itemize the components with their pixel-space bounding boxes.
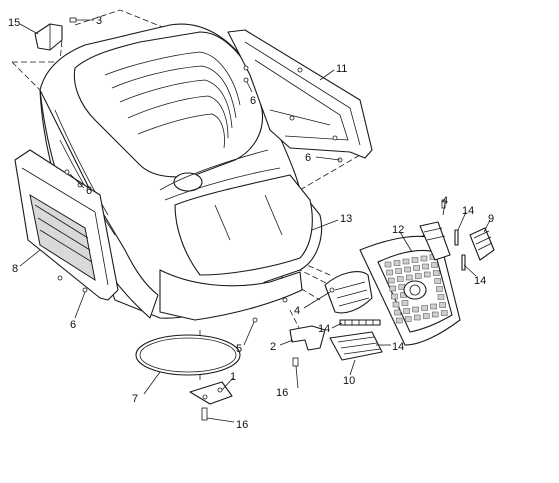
callout-14: 14 xyxy=(462,205,474,217)
grille-cell xyxy=(411,257,419,263)
callout-14: 14 xyxy=(474,275,486,287)
grille-cell xyxy=(404,266,411,273)
callout-14: 14 xyxy=(318,323,330,335)
rear-panel xyxy=(227,29,373,159)
grille-cell xyxy=(420,255,428,262)
callout-15: 15 xyxy=(8,17,20,29)
leader-lines xyxy=(19,19,491,423)
grille-cell xyxy=(432,270,440,276)
callout-2: 2 xyxy=(270,341,276,353)
front-grille xyxy=(359,235,461,346)
grille-cell xyxy=(391,293,398,300)
callout-4: 4 xyxy=(294,305,300,317)
side-vent-panel xyxy=(14,149,119,301)
callout-9: 9 xyxy=(488,213,494,225)
grille-cell xyxy=(393,260,401,266)
grille-mesh xyxy=(384,254,448,324)
callout-5: 5 xyxy=(236,343,242,355)
callout-6: 6 xyxy=(305,152,311,164)
grille-cell xyxy=(431,262,438,268)
grille-cell xyxy=(422,263,429,270)
mount-bracket xyxy=(289,325,326,367)
callout-16: 16 xyxy=(276,387,288,399)
grille-cell xyxy=(422,313,430,319)
grille-cell xyxy=(394,309,401,316)
callout-13: 13 xyxy=(340,213,352,225)
callout-11: 11 xyxy=(336,63,347,75)
grille-cell xyxy=(413,265,420,271)
grille-cell xyxy=(439,302,446,308)
grille-insert xyxy=(469,227,495,261)
clip-strip xyxy=(339,319,381,326)
grille-cell xyxy=(386,269,393,276)
grille-cell xyxy=(405,274,413,281)
grille-cell xyxy=(384,261,392,268)
grille-cell xyxy=(413,314,421,321)
callout-labels: 15 3 11 6 6 6 8 6 13 4 14 9 12 14 4 14 1… xyxy=(8,15,494,431)
callout-8: 8 xyxy=(12,263,18,275)
callout-1: 1 xyxy=(230,371,236,383)
headlight-vent-upper xyxy=(419,221,451,261)
grille-cell xyxy=(421,305,428,311)
grille-cell xyxy=(423,271,431,278)
grille-cell xyxy=(412,306,419,313)
headlight-vent-left xyxy=(324,271,373,314)
grille-cell xyxy=(430,303,437,310)
grille-cell xyxy=(431,311,439,318)
grille-cell xyxy=(404,316,412,322)
grille-cell xyxy=(414,273,422,279)
grille-cell xyxy=(389,285,397,292)
callout-3: 3 xyxy=(96,15,102,27)
grille-cell xyxy=(392,301,400,308)
callout-7: 7 xyxy=(132,393,138,405)
callout-16: 16 xyxy=(236,419,248,431)
grille-cell xyxy=(436,286,443,292)
callout-6: 6 xyxy=(70,319,76,331)
hood-body xyxy=(39,23,323,321)
small-clips xyxy=(441,199,466,271)
callout-6: 6 xyxy=(86,185,92,197)
grille-cell xyxy=(440,310,448,316)
grille-cell xyxy=(396,276,404,282)
callout-10: 10 xyxy=(343,375,355,387)
grille-cell xyxy=(387,277,395,284)
top-left-bracket xyxy=(34,17,77,51)
grille-cell xyxy=(402,258,410,265)
grille-cell xyxy=(395,268,402,274)
grille-cell xyxy=(403,308,410,314)
callout-12: 12 xyxy=(392,224,404,236)
headlight-lens xyxy=(329,331,383,361)
grille-cell xyxy=(437,294,445,300)
callout-14: 14 xyxy=(392,341,404,353)
callout-4: 4 xyxy=(442,195,448,207)
callout-6: 6 xyxy=(250,95,256,107)
grille-cell xyxy=(395,317,403,324)
strap-band xyxy=(135,334,241,376)
grille-cell xyxy=(434,278,442,284)
strap-bracket xyxy=(189,381,233,421)
grille-cell xyxy=(401,300,409,306)
